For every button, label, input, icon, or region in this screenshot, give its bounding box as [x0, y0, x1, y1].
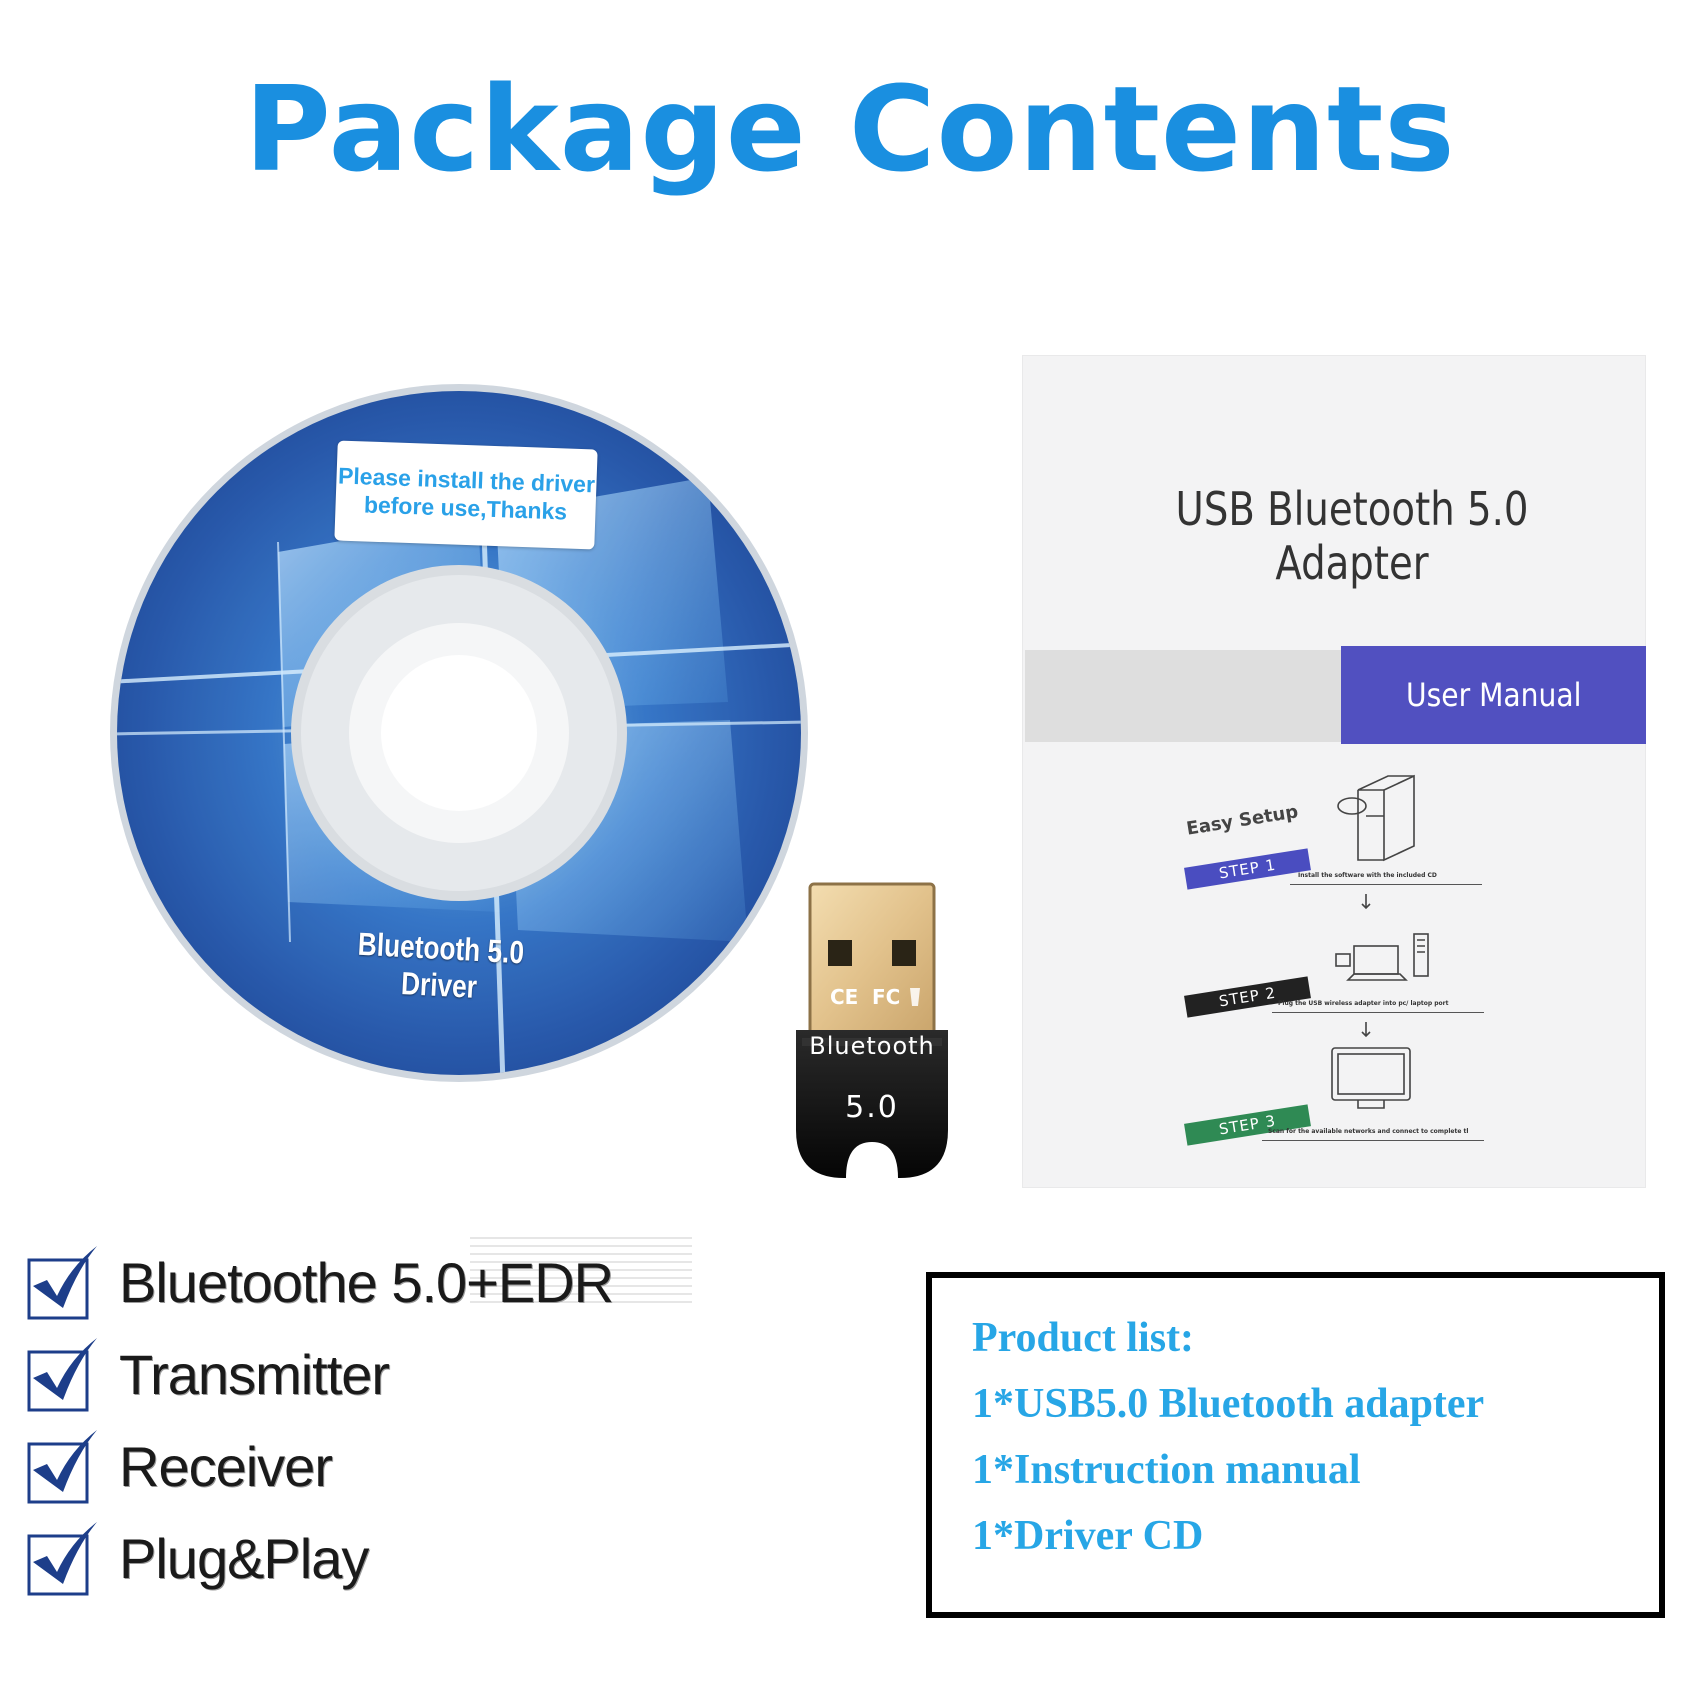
user-manual-image [1022, 355, 1646, 1188]
cd-label: Bluetooth 5.0 Driver [357, 925, 525, 1005]
manual-band: User Manual [1341, 646, 1646, 744]
checkbox-checked-icon [27, 1430, 97, 1504]
feature-label: Receiver [119, 1434, 333, 1498]
cd-sticker: Please install the driver before use,Tha… [334, 440, 598, 550]
dongle-brand-label: Bluetooth [809, 1032, 935, 1060]
step-2-desc: Plug the USB wireless adapter into pc/ l… [1278, 1000, 1449, 1007]
page-title: Package Contents [244, 60, 1456, 198]
feature-label: Plug&Play [119, 1526, 369, 1590]
product-list-item: 1*Driver CD [972, 1513, 1204, 1559]
checkbox-checked-icon [27, 1338, 97, 1412]
feature-label: Transmitter [119, 1342, 390, 1406]
step-3-desc: Scan for the available networks and conn… [1268, 1128, 1468, 1135]
product-list-item: 1*USB5.0 Bluetooth adapter [972, 1381, 1485, 1427]
feature-item: Plug&Play [25, 1518, 705, 1598]
step-3-underline [1262, 1140, 1484, 1141]
checkbox-checked-icon [27, 1246, 97, 1320]
dongle-version-label: 5.0 [845, 1090, 899, 1125]
cd-sticker-line2: before use,Thanks [363, 491, 568, 525]
fc-mark: FC [872, 985, 900, 1009]
setup-illustrations [1331, 774, 1429, 1109]
manual-band-label: User Manual [1405, 676, 1582, 714]
feature-item: Transmitter [25, 1334, 705, 1414]
feature-item: Receiver [25, 1426, 705, 1506]
feature-item: Bluetoothe 5.0+EDR [25, 1242, 705, 1322]
feature-label: Bluetoothe 5.0+EDR [119, 1250, 614, 1314]
step-2-underline [1272, 1012, 1484, 1013]
product-list-box: Product list: 1*USB5.0 Bluetooth adapter… [926, 1272, 1665, 1618]
step-1-desc: Install the software with the included C… [1298, 872, 1437, 879]
hatch-decoration [470, 1237, 692, 1303]
product-list-item: 1*Instruction manual [972, 1447, 1361, 1493]
driver-cd-image [110, 384, 808, 1082]
usb-dongle-image: CE FC [796, 882, 948, 1178]
step-1-underline [1290, 884, 1482, 885]
manual-title: USB Bluetooth 5.0 Adapter [1175, 482, 1529, 590]
manual-grey-band [1025, 650, 1341, 742]
ce-mark: CE [830, 985, 858, 1009]
checkbox-checked-icon [27, 1522, 97, 1596]
product-list-heading: Product list: [972, 1315, 1195, 1361]
